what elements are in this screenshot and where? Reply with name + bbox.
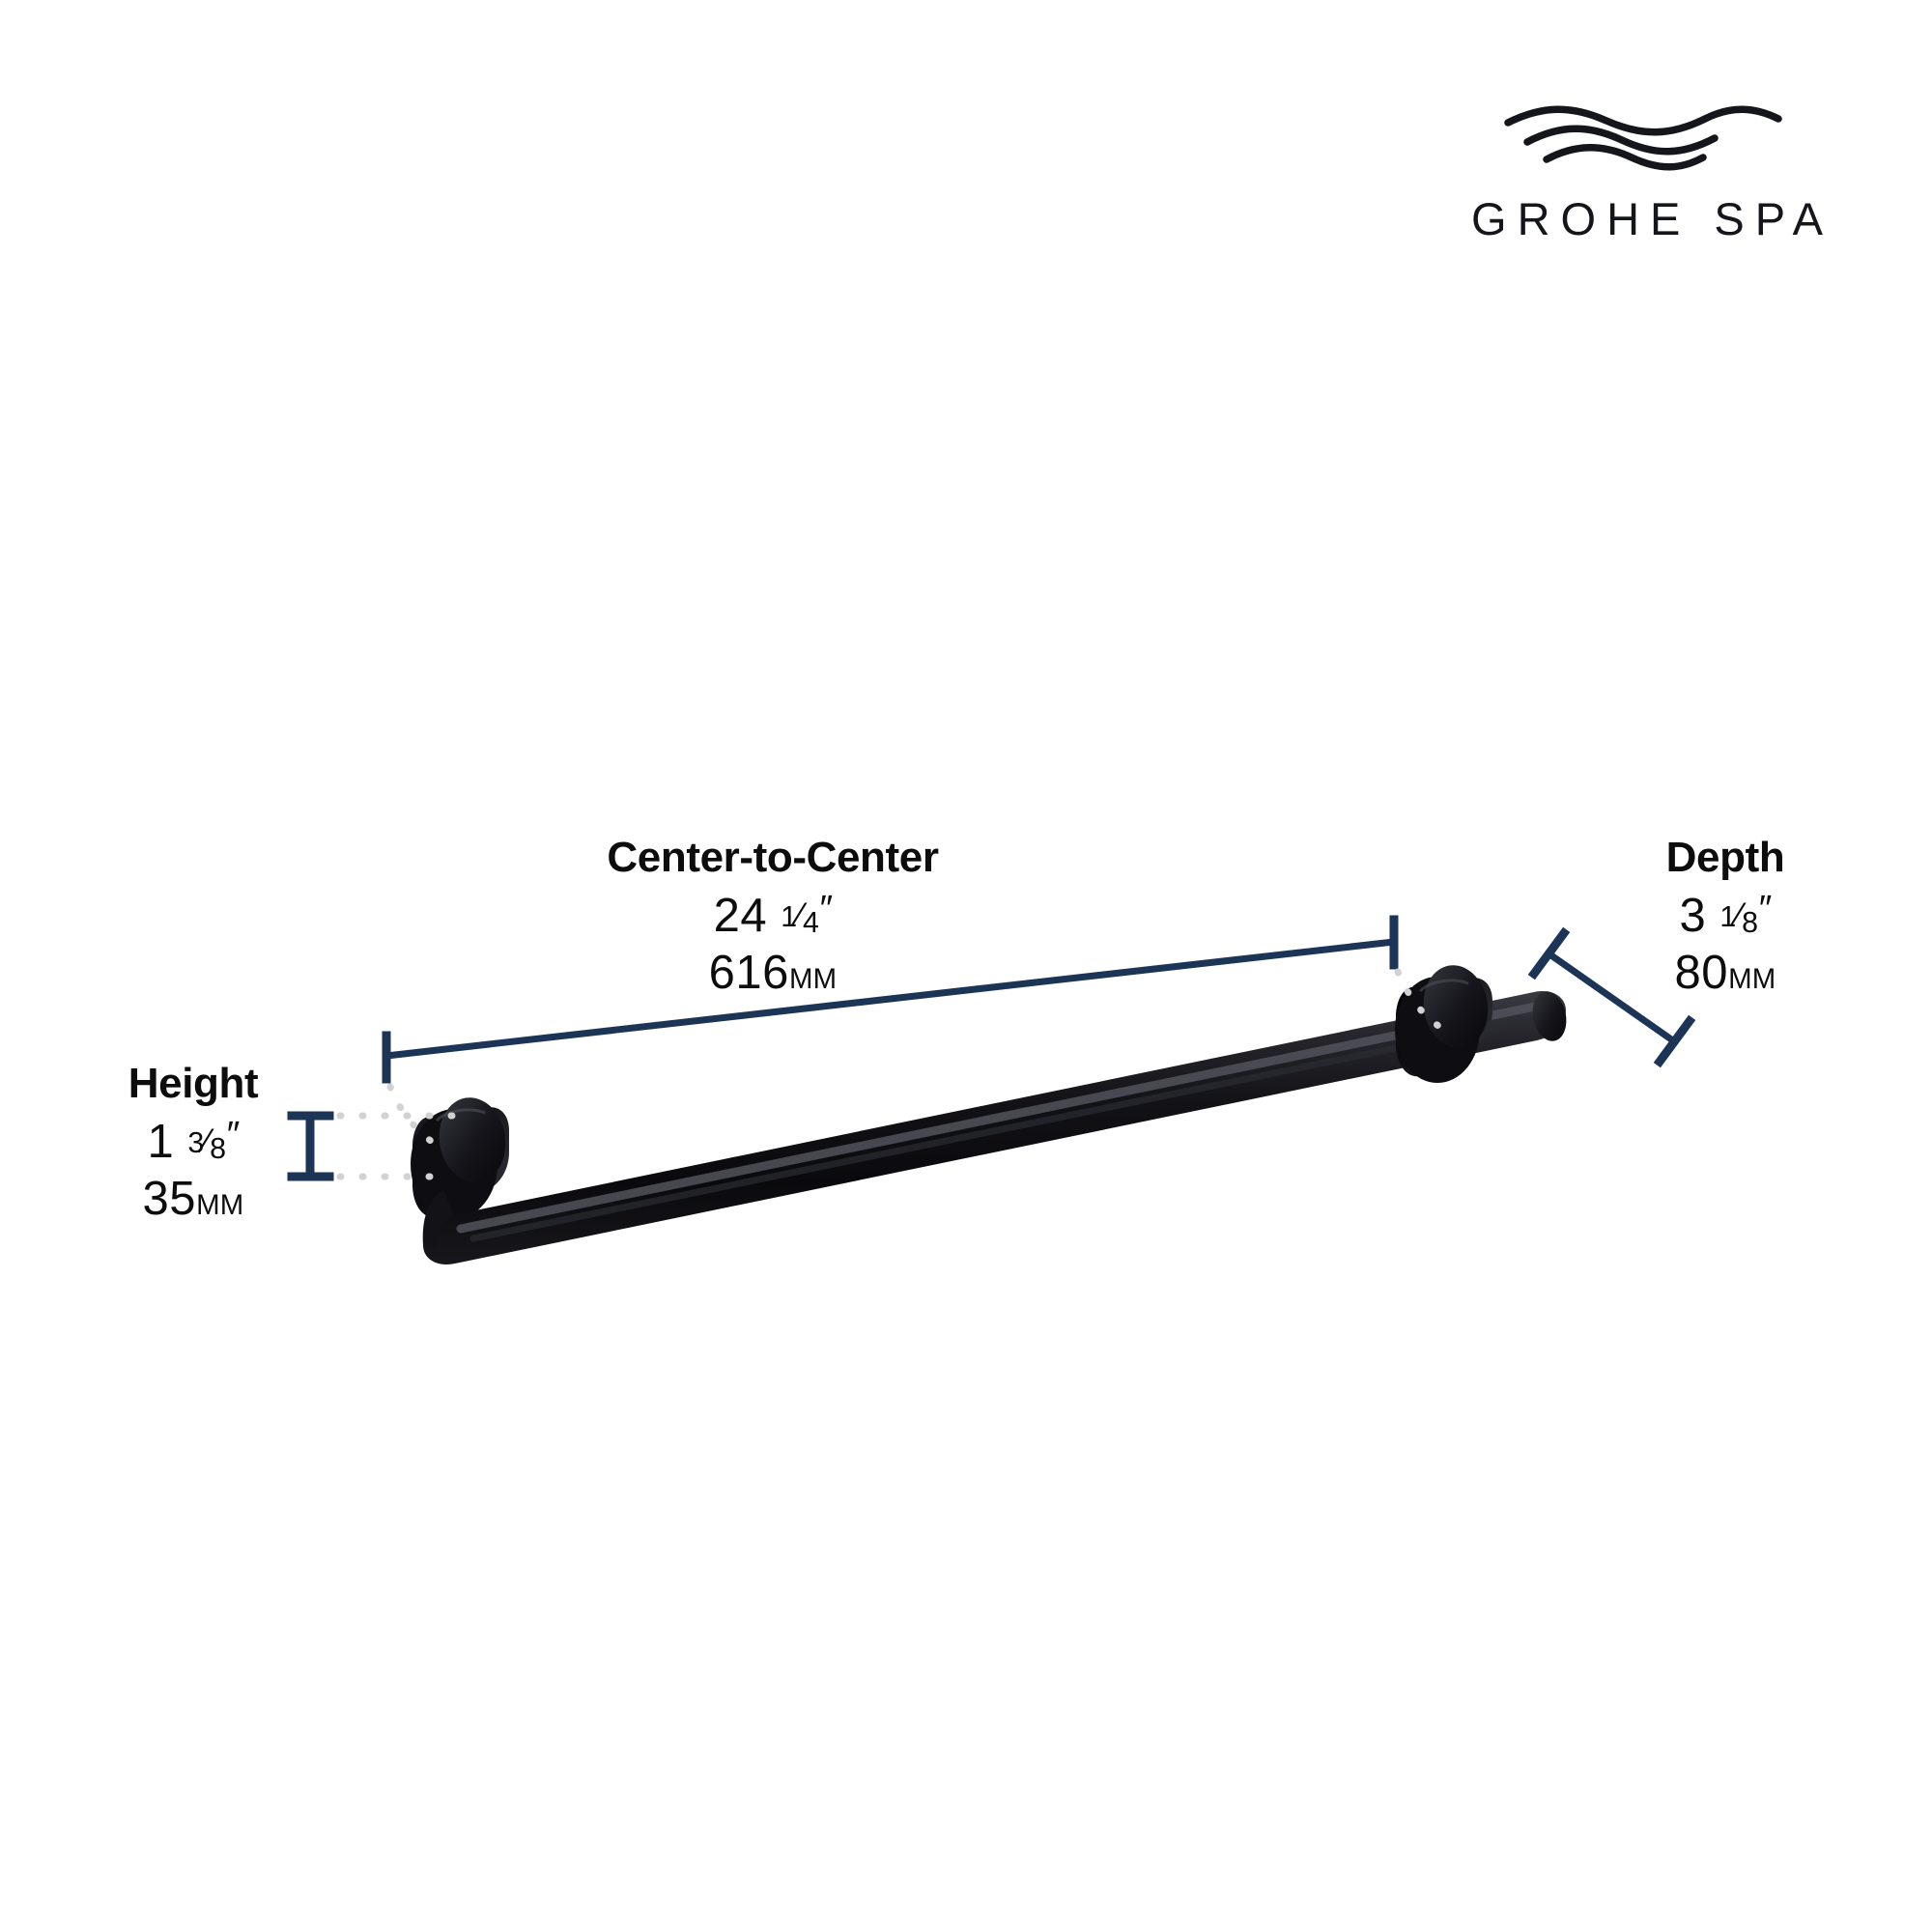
left-mounting-post [411, 1097, 509, 1219]
callout-height: Height 1 3⁄8″ 35MM [58, 1063, 328, 1223]
callout-metric-height: 35MM [58, 1176, 328, 1223]
fraction-numerator: 1 [781, 900, 798, 934]
imperial-fraction: 3⁄8 [187, 1122, 226, 1163]
imperial-fraction: 1⁄8 [1719, 896, 1758, 937]
metric-value: 616 [708, 947, 789, 999]
towel-bar-tube [422, 991, 1567, 1264]
fraction-slash: ⁄ [204, 1122, 211, 1161]
fraction-denominator: 4 [802, 905, 819, 939]
imperial-whole: 3 [1679, 890, 1707, 942]
metric-unit: MM [196, 1189, 244, 1221]
inch-mark: ″ [1758, 887, 1773, 929]
callout-title-height: Height [128, 1060, 259, 1107]
right-mounting-post [1395, 965, 1492, 1083]
inch-mark: ″ [819, 887, 834, 929]
fraction-denominator: 8 [1742, 905, 1758, 939]
callout-imperial-depth: 3 1⁄8″ [1580, 890, 1870, 942]
fraction-denominator: 8 [210, 1131, 226, 1165]
fraction-slash: ⁄ [1736, 896, 1743, 935]
brand-wordmark: GROHE SPA [1471, 193, 1833, 244]
imperial-fraction: 1⁄4 [781, 896, 819, 937]
metric-unit: MM [788, 963, 838, 995]
fraction-numerator: 1 [1719, 900, 1737, 934]
wave-lines-icon [1504, 105, 1782, 171]
brand-logo: GROHE SPA [1468, 101, 1826, 270]
imperial-whole: 24 [713, 890, 768, 942]
callout-imperial-center-to-center: 24 1⁄4″ [502, 890, 1043, 942]
callout-metric-depth: 80MM [1580, 950, 1870, 997]
fraction-slash: ⁄ [797, 896, 803, 935]
inch-mark: ″ [226, 1113, 241, 1155]
metric-value: 80 [1674, 947, 1729, 999]
callout-title-depth: Depth [1665, 834, 1785, 881]
callout-center-to-center: Center-to-Center 24 1⁄4″ 616MM [502, 837, 1043, 997]
callout-imperial-height: 1 3⁄8″ [58, 1116, 328, 1168]
callout-metric-center-to-center: 616MM [502, 950, 1043, 997]
metric-value: 35 [142, 1173, 197, 1225]
callout-depth: Depth 3 1⁄8″ 80MM [1580, 837, 1870, 997]
callout-title-center-to-center: Center-to-Center [607, 834, 939, 881]
metric-unit: MM [1728, 963, 1776, 995]
fraction-numerator: 3 [187, 1126, 205, 1160]
imperial-whole: 1 [147, 1116, 175, 1168]
